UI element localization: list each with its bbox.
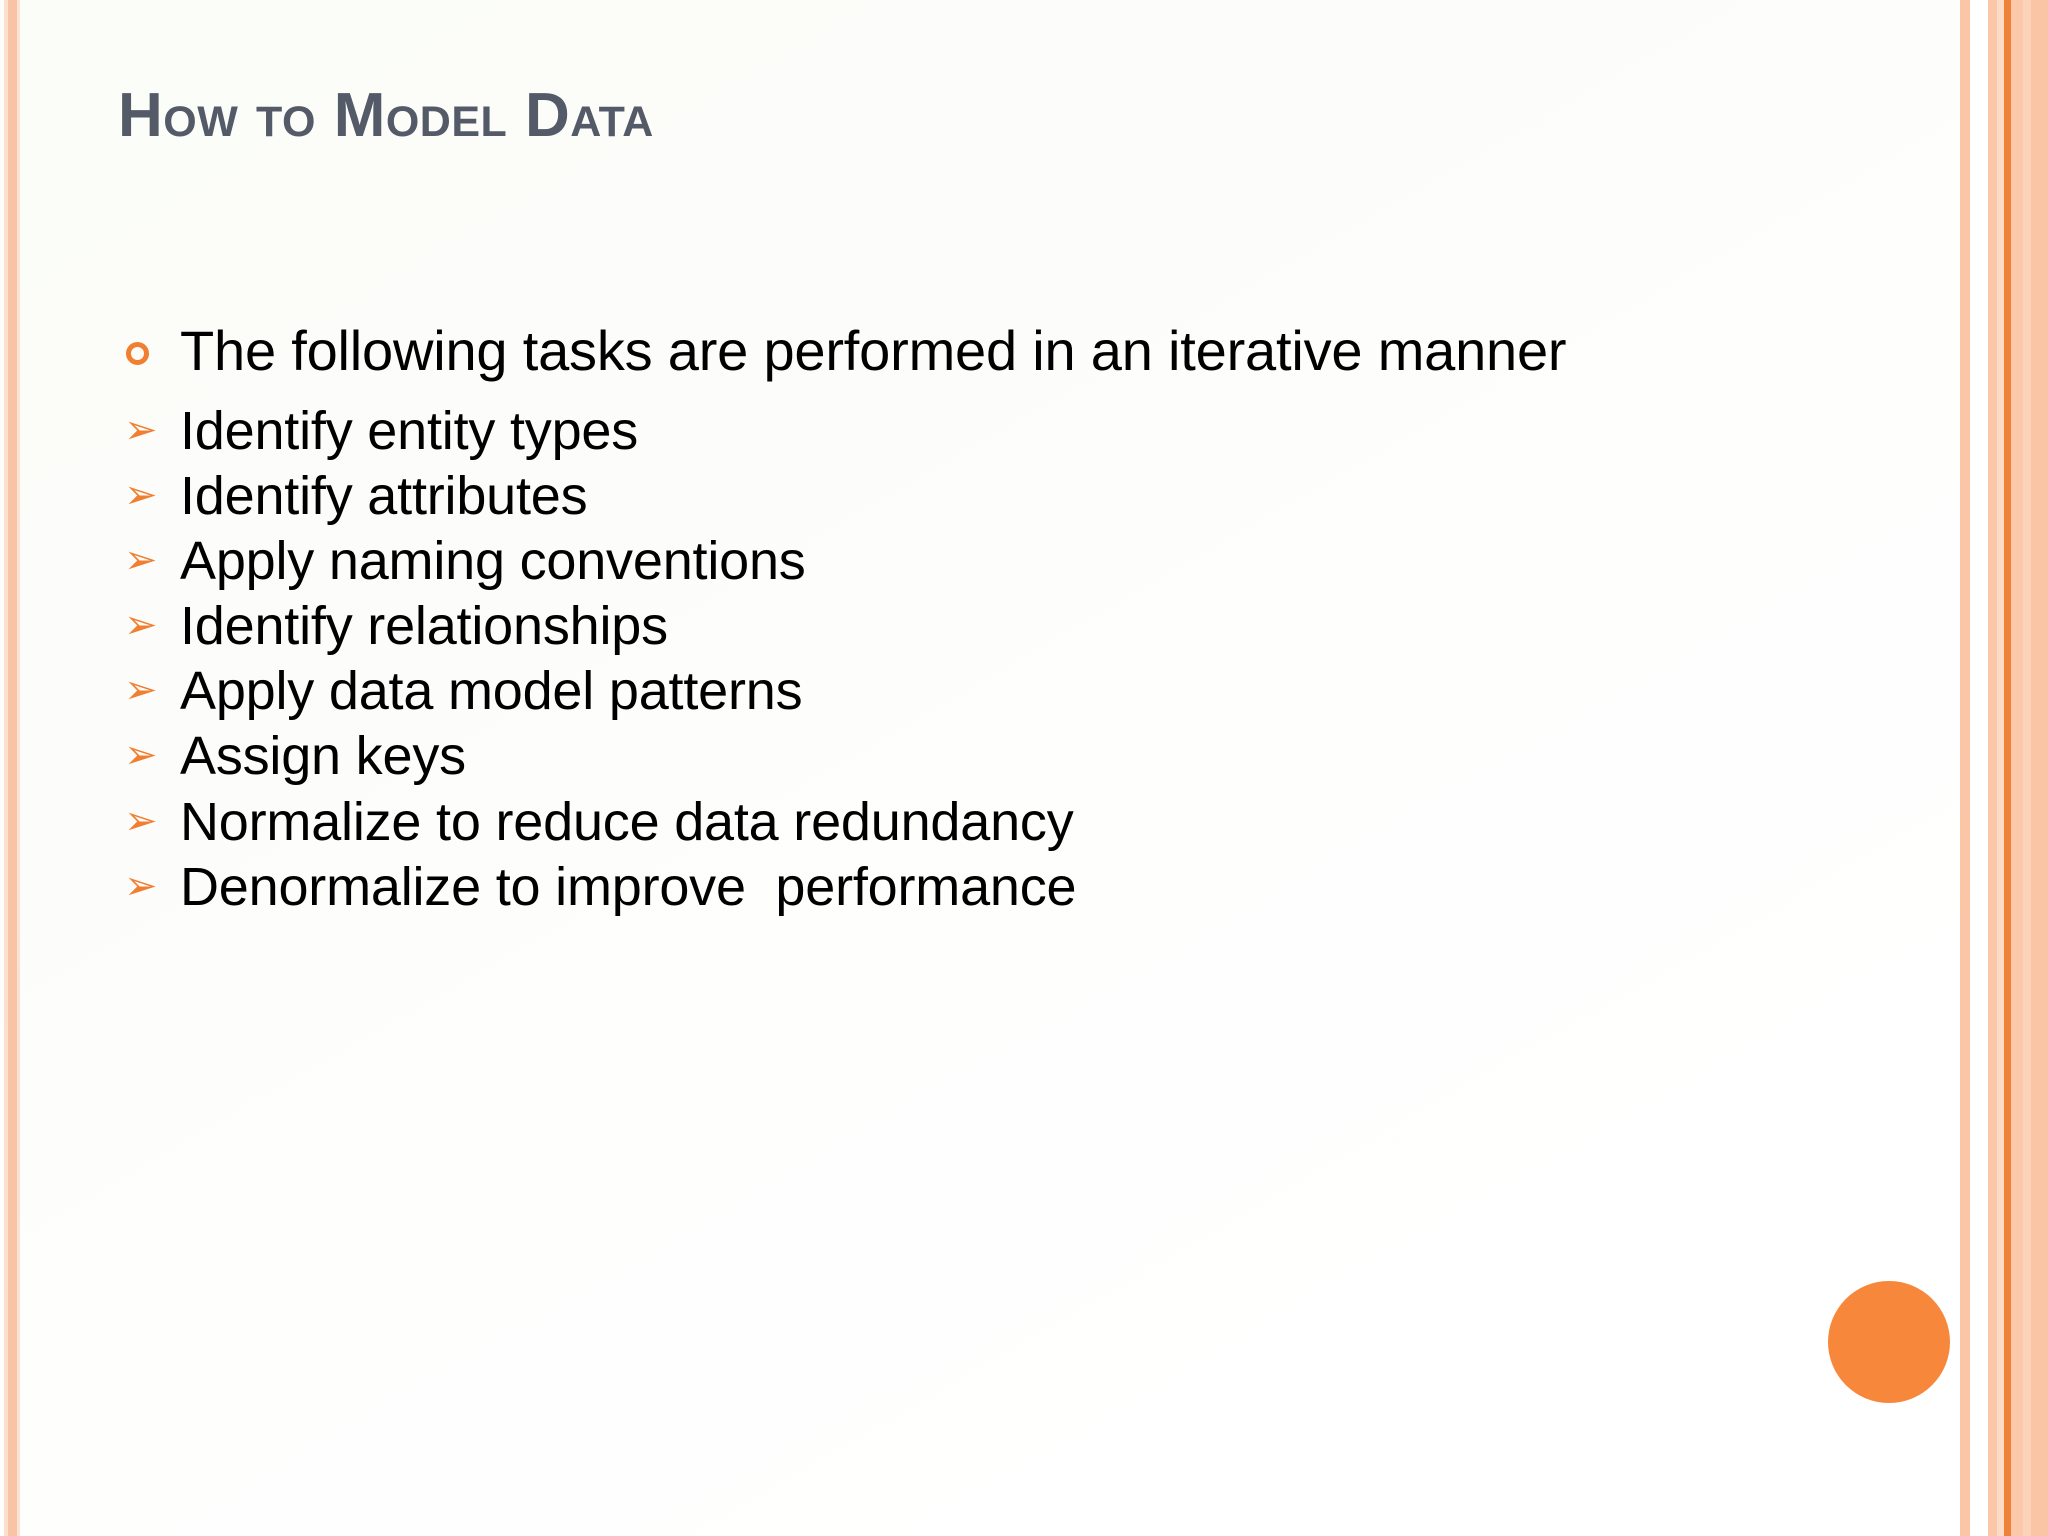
left-border-stripe-3 (17, 0, 20, 1536)
list-item: ➢ Apply naming conventions (118, 530, 1758, 593)
bullet-marker-arrow-wrap: ➢ (118, 465, 180, 515)
bullet-marker-arrow-wrap: ➢ (118, 791, 180, 841)
list-item-label: Assign keys (180, 726, 466, 787)
bullet-marker-arrow-wrap: ➢ (118, 530, 180, 580)
bullet-marker-arrow-wrap: ➢ (118, 400, 180, 450)
slide-title: How to Model Data (118, 81, 654, 150)
right-decorative-border (1960, 0, 2048, 1536)
right-border-stripe-1 (1960, 0, 1970, 1536)
list-item: ➢ Assign keys (118, 725, 1758, 788)
list-item-label: The following tasks are performed in an … (180, 319, 1567, 382)
bullet-list: The following tasks are performed in an … (118, 318, 1758, 921)
list-item: ➢ Identify entity types (118, 400, 1758, 463)
list-item: ➢ Denormalize to improve performance (118, 856, 1758, 919)
list-item: ➢ Identify relationships (118, 595, 1758, 658)
right-border-stripe-7 (2023, 0, 2031, 1536)
right-border-stripe-2 (1970, 0, 1988, 1536)
bullet-marker-circle-wrap (118, 318, 180, 369)
list-item-label: Denormalize to improve performance (180, 856, 1077, 917)
list-item: ➢ Apply data model patterns (118, 660, 1758, 723)
arrowhead-icon: ➢ (124, 863, 158, 908)
bullet-marker-arrow-wrap: ➢ (118, 725, 180, 775)
left-decorative-border (0, 0, 26, 1536)
left-border-stripe-1 (4, 0, 8, 1536)
right-border-stripe-5 (2004, 0, 2011, 1536)
list-item-label: Apply naming conventions (180, 530, 806, 591)
list-item-label: Identify relationships (180, 596, 668, 657)
list-item: The following tasks are performed in an … (118, 318, 1758, 384)
right-border-stripe-8 (2031, 0, 2048, 1536)
list-item-label: Apply data model patterns (180, 661, 803, 722)
arrowhead-icon: ➢ (124, 472, 158, 517)
list-item: ➢ Normalize to reduce data redundancy (118, 791, 1758, 854)
left-border-stripe-2 (8, 0, 17, 1536)
hollow-circle-icon (126, 342, 149, 365)
bullet-marker-arrow-wrap: ➢ (118, 856, 180, 906)
list-item: ➢ Identify attributes (118, 465, 1758, 528)
right-border-stripe-3 (1988, 0, 1997, 1536)
arrowhead-icon: ➢ (124, 668, 158, 713)
bullet-marker-arrow-wrap: ➢ (118, 660, 180, 710)
arrowhead-icon: ➢ (124, 603, 158, 648)
bullet-marker-arrow-wrap: ➢ (118, 595, 180, 645)
arrowhead-icon: ➢ (124, 733, 158, 778)
right-border-stripe-4 (1997, 0, 2004, 1536)
right-border-stripe-6 (2011, 0, 2023, 1536)
decorative-orange-circle (1828, 1281, 1950, 1403)
arrowhead-icon: ➢ (124, 537, 158, 582)
list-item-label: Identify entity types (180, 400, 639, 461)
arrowhead-icon: ➢ (124, 407, 158, 452)
list-item-label: Normalize to reduce data redundancy (180, 791, 1074, 852)
arrowhead-icon: ➢ (124, 798, 158, 843)
list-item-label: Identify attributes (180, 465, 588, 526)
